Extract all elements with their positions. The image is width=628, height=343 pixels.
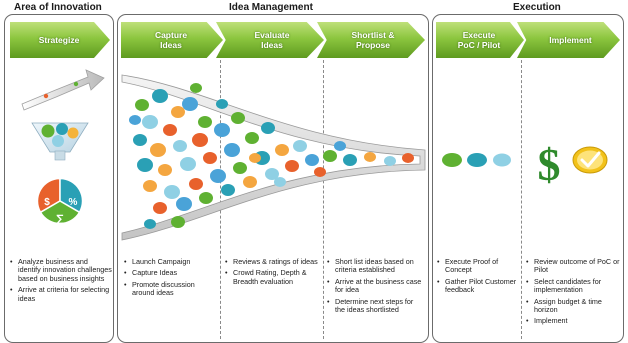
idea-bubble: [305, 154, 319, 166]
idea-bubble: [245, 132, 259, 144]
stage-shortlist-propose: Shortlist & Propose: [317, 22, 425, 58]
pie-label-sigma: ∑: [56, 214, 63, 225]
idea-bubble: [144, 219, 156, 229]
idea-funnel-icon: [31, 122, 89, 161]
stage-execute-poc-pilot: Execute PoC / Pilot: [436, 22, 524, 58]
pie-label-percent: %: [69, 197, 78, 208]
section-title-execution: Execution: [513, 2, 561, 13]
activity-item: Execute Proof of Concept: [437, 257, 521, 275]
section-title-idea-management: Idea Management: [229, 2, 313, 13]
activity-item: Review outcome of PoC or Pilot: [526, 257, 622, 275]
activity-item: Analyze business and identify innovation…: [10, 257, 112, 283]
activity-item: Reviews & ratings of ideas: [225, 257, 321, 267]
idea-bubble: [214, 123, 230, 137]
strategy-pie-icon: $ % ∑: [36, 177, 84, 225]
idea-funnel-shape: [121, 74, 426, 241]
activity-item: Arrive at the business case for idea: [327, 277, 425, 295]
implement-dollar-check-icon: $: [538, 139, 608, 190]
stage-capture-ideas: Capture Ideas: [121, 22, 223, 58]
activity-item: Gather Pilot Customer feedback: [437, 277, 521, 295]
idea-bubble: [192, 133, 208, 147]
idea-bubble: [384, 156, 396, 166]
idea-bubble: [323, 150, 337, 162]
idea-bubble: [135, 99, 149, 111]
activities-implement: Review outcome of PoC or Pilot Select ca…: [526, 257, 622, 329]
idea-bubble: [334, 141, 346, 151]
idea-bubble: [233, 162, 247, 174]
idea-bubble: [265, 168, 279, 180]
idea-bubble: [164, 185, 180, 199]
idea-bubble: [143, 180, 157, 192]
activity-item: Arrive at criteria for selecting ideas: [10, 286, 112, 303]
activity-item: Promote discussion around ideas: [124, 280, 219, 298]
section-title-area-of-innovation: Area of Innovation: [14, 2, 102, 13]
activities-shortlist-propose: Short list ideas based on criteria estab…: [327, 257, 425, 317]
activities-capture-ideas: Launch Campaign Capture Ideas Promote di…: [124, 257, 219, 301]
idea-bubble: [133, 134, 147, 146]
activities-strategize: Analyze business and identify innovation…: [10, 257, 112, 306]
idea-bubble: [190, 83, 202, 93]
column-divider: [220, 60, 221, 339]
idea-bubble: [137, 158, 153, 172]
idea-bubble: [221, 184, 235, 196]
idea-bubble: [153, 202, 167, 214]
idea-bubble: [275, 144, 289, 156]
activity-item: Determine next steps for the ideas short…: [327, 297, 425, 315]
idea-bubble: [203, 152, 217, 164]
activity-item: Select candidates for implementation: [526, 277, 622, 295]
column-divider: [323, 60, 324, 339]
trend-arrow-icon: [21, 69, 105, 111]
idea-bubble: [182, 97, 198, 111]
activity-item: Launch Campaign: [124, 257, 219, 267]
idea-bubble: [152, 89, 168, 103]
idea-bubble: [216, 99, 228, 109]
idea-bubble: [343, 154, 357, 166]
activity-item: Implement: [526, 317, 622, 327]
activities-execute-poc: Execute Proof of Concept Gather Pilot Cu…: [437, 257, 521, 298]
idea-bubble: [293, 140, 307, 152]
idea-bubble: [189, 178, 203, 190]
pilot-bubbles: [442, 153, 511, 167]
activity-item: Assign budget & time horizon: [526, 297, 622, 315]
column-divider: [521, 60, 522, 339]
idea-bubble: [199, 192, 213, 204]
idea-bubble: [158, 164, 172, 176]
stage-evaluate-ideas: Evaluate Ideas: [216, 22, 324, 58]
idea-bubble: [261, 122, 275, 134]
idea-bubble: [243, 176, 257, 188]
idea-bubble: [163, 124, 177, 136]
idea-bubble: [210, 169, 226, 183]
dollar-sign-icon: $: [538, 139, 561, 190]
idea-bubble: [173, 140, 187, 152]
idea-bubble: [171, 106, 185, 118]
pie-slice-sigma: [39, 200, 81, 225]
idea-bubble: [249, 153, 261, 163]
idea-bubble: [274, 177, 286, 187]
idea-bubble: [285, 160, 299, 172]
activity-item: Capture Ideas: [124, 268, 219, 278]
idea-bubble: [176, 197, 192, 211]
activity-item: Crowd Rating, Depth & Breadth evaluation: [225, 269, 321, 286]
idea-bubble: [402, 153, 414, 163]
idea-bubble: [180, 157, 196, 171]
idea-bubble: [129, 115, 141, 125]
idea-bubble: [198, 116, 212, 128]
idea-bubble: [314, 167, 326, 177]
idea-bubbles: [129, 83, 414, 229]
activity-item: Short list ideas based on criteria estab…: [327, 257, 425, 275]
idea-bubble: [364, 152, 376, 162]
stage-strategize: Strategize: [10, 22, 110, 58]
activities-evaluate-ideas: Reviews & ratings of ideas Crowd Rating,…: [225, 257, 321, 289]
idea-bubble: [150, 143, 166, 157]
idea-bubble: [171, 216, 185, 228]
stage-implement: Implement: [517, 22, 620, 58]
idea-bubble: [224, 143, 240, 157]
idea-bubble: [142, 115, 158, 129]
pie-label-dollar: $: [44, 197, 50, 208]
idea-bubble: [231, 112, 245, 124]
